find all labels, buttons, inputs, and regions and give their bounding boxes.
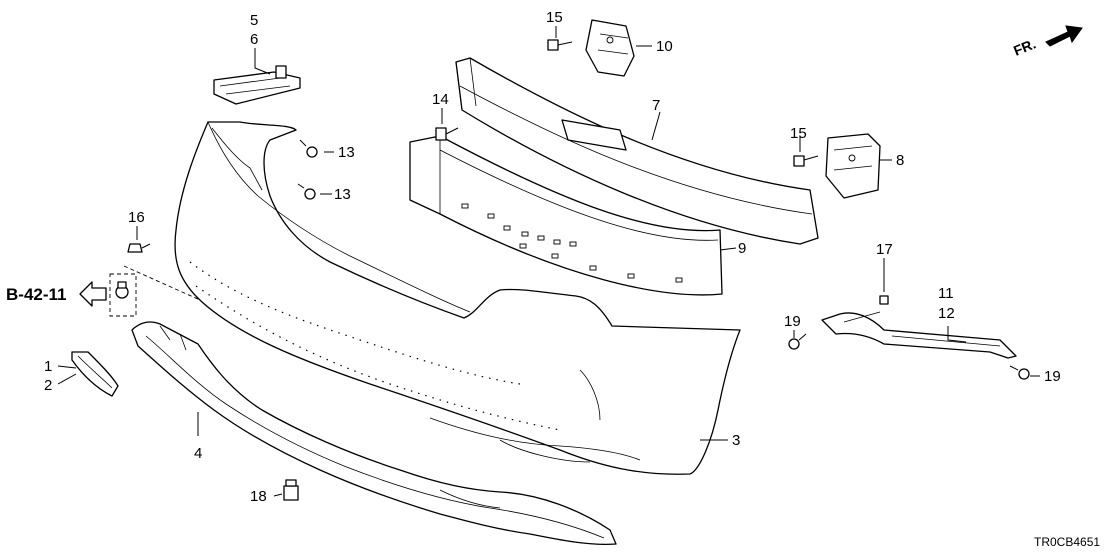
reference-link[interactable]: B-42-11 [6, 281, 107, 307]
absorber-slots [461, 203, 683, 283]
energy-absorber[interactable] [409, 135, 723, 296]
callout-1: 1 [44, 358, 52, 375]
lower-diffuser[interactable] [131, 321, 617, 546]
callout-4: 4 [194, 445, 202, 462]
fasteners[interactable] [115, 39, 1030, 501]
callout-13-lower: 13 [334, 186, 351, 203]
clip-16 [127, 243, 151, 253]
callout-12: 12 [938, 305, 955, 322]
reflector[interactable] [71, 351, 119, 397]
screw-13-upper [299, 139, 318, 158]
bolt-15-right [793, 155, 819, 167]
diagram-code: TR0CB4651 [1034, 535, 1100, 549]
callouts: 5 6 15 10 14 7 15 8 13 13 16 9 17 11 12 … [44, 9, 1061, 505]
callout-13-upper: 13 [338, 144, 355, 161]
clip-18 [283, 479, 299, 501]
callout-16: 16 [128, 209, 145, 226]
bumper-cover[interactable] [174, 121, 741, 475]
callout-8: 8 [896, 152, 904, 169]
wire-harness[interactable] [821, 311, 1017, 359]
reference-label: B-42-11 [6, 285, 66, 304]
clip-17 [879, 295, 889, 305]
callout-2: 2 [44, 377, 52, 394]
bolt-15-top [547, 39, 573, 51]
bumper-beam[interactable] [455, 57, 819, 245]
upper-bracket[interactable] [213, 65, 301, 105]
callout-15-top: 15 [546, 9, 563, 26]
callout-14: 14 [432, 91, 449, 108]
front-direction-indicator: FR. [1011, 25, 1083, 59]
screw-19-right [1009, 365, 1030, 380]
callout-7: 7 [652, 97, 660, 114]
callout-15-right: 15 [790, 125, 807, 142]
callout-5: 5 [250, 12, 258, 29]
callout-6: 6 [250, 31, 258, 48]
callout-9: 9 [738, 240, 746, 257]
leader-lines [57, 26, 1040, 497]
reference-arrow-icon [79, 281, 107, 307]
beam-bracket-side[interactable] [825, 133, 881, 199]
screw-13-lower [297, 183, 316, 200]
callout-18: 18 [250, 488, 267, 505]
callout-10: 10 [656, 38, 673, 55]
beam-bracket-upper[interactable] [585, 19, 635, 77]
front-label: FR. [1011, 35, 1038, 58]
callout-3: 3 [732, 432, 740, 449]
screw-19-left [788, 333, 807, 350]
callout-11: 11 [938, 285, 954, 302]
callout-17: 17 [876, 241, 893, 258]
callout-19-left: 19 [784, 313, 801, 330]
reference-clip-box [109, 265, 201, 317]
bolt-14 [435, 127, 459, 141]
callout-19-right: 19 [1044, 368, 1061, 385]
clip-ref [115, 281, 129, 299]
front-arrow-icon [1045, 25, 1083, 47]
